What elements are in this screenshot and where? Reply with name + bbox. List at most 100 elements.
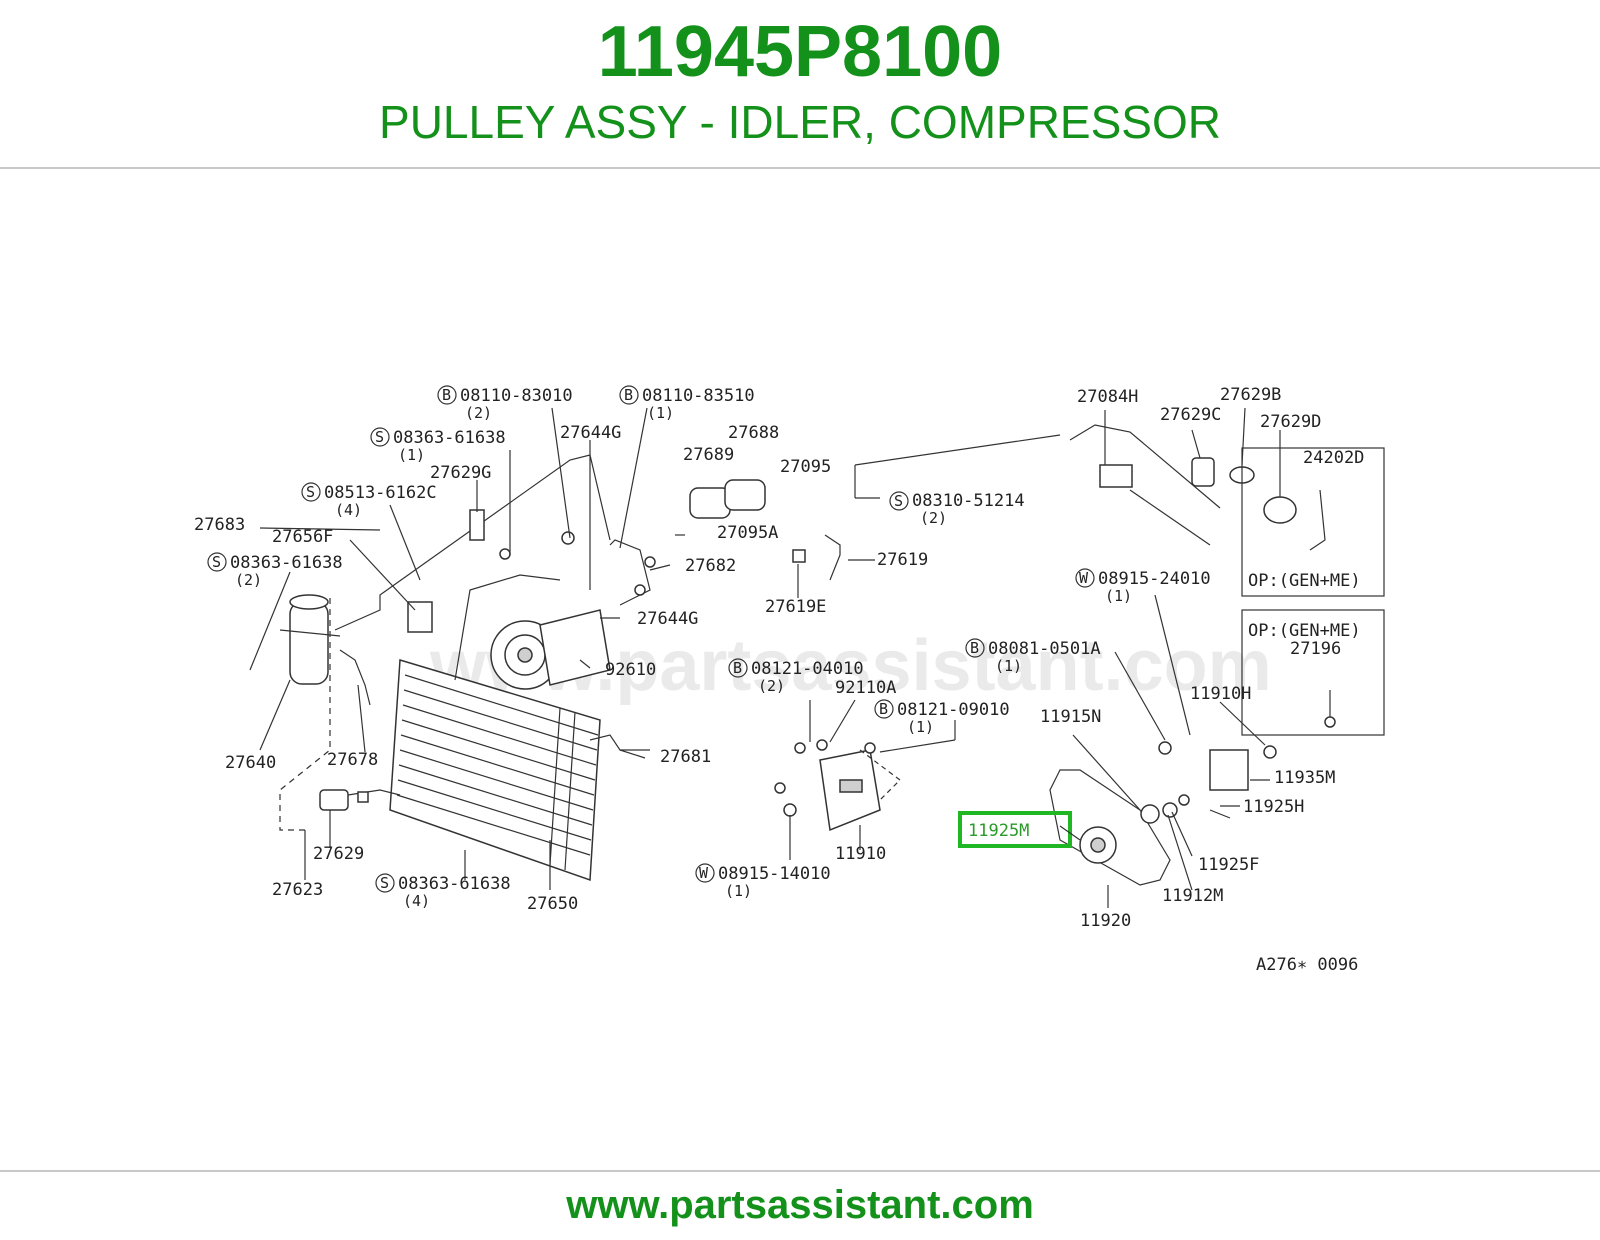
label-11920: 11920	[1080, 911, 1131, 931]
svg-text:B: B	[733, 659, 742, 677]
label-11925F: 11925F	[1198, 855, 1259, 875]
label-11925H: 11925H	[1243, 797, 1304, 817]
label-08310-51214: 08310-51214	[912, 491, 1025, 511]
idler-pulley-11925M-drawing	[1079, 826, 1117, 864]
box-24202D	[1241, 447, 1385, 597]
washer-11925F-drawing	[1178, 794, 1190, 806]
drain-hose-drawing	[824, 534, 841, 581]
qty-label: (1)	[995, 657, 1022, 675]
svg-text:B: B	[442, 386, 451, 404]
qty-label: (1)	[907, 718, 934, 736]
qty-label: (2)	[920, 509, 947, 527]
label-27196: 27196	[1290, 639, 1341, 659]
label-27629B: 27629B	[1220, 385, 1281, 405]
label-27640: 27640	[225, 753, 276, 773]
clip-27619E-drawing	[792, 549, 806, 563]
svg-text:S: S	[894, 492, 903, 510]
block-drawing	[1099, 464, 1133, 488]
compressor-drawing	[490, 609, 611, 690]
label-27095A: 27095A	[717, 523, 778, 543]
label-08081-0501A: 08081-0501A	[988, 639, 1101, 659]
svg-text:S: S	[380, 874, 389, 892]
svg-text:B: B	[624, 386, 633, 404]
qty-label: (2)	[758, 677, 785, 695]
footer-website-link[interactable]: www.partsassistant.com	[566, 1183, 1034, 1227]
label-27650: 27650	[527, 894, 578, 914]
label-27656F: 27656F	[272, 527, 333, 547]
label-27689: 27689	[683, 445, 734, 465]
label-27688: 27688	[728, 423, 779, 443]
label-08110-83010: 08110-83010	[460, 386, 573, 406]
label-11910H: 11910H	[1190, 684, 1251, 704]
condenser-drawing	[389, 659, 601, 882]
svg-text:B: B	[970, 639, 979, 657]
svg-text:S: S	[306, 483, 315, 501]
qty-label: (4)	[403, 892, 430, 910]
qty-label: (2)	[235, 571, 262, 589]
label-11915N: 11915N	[1040, 707, 1101, 727]
svg-text:B: B	[879, 700, 888, 718]
label-08110-83510: 08110-83510	[642, 386, 755, 406]
svg-text:W: W	[1079, 569, 1089, 587]
label-27683: 27683	[194, 515, 245, 535]
parts-diagram-svg: www.partsassistant.com	[180, 340, 1420, 1010]
label-27619E: 27619E	[765, 597, 826, 617]
label-27678: 27678	[327, 750, 378, 770]
label-27629C: 27629C	[1160, 405, 1221, 425]
qty-label: (4)	[335, 501, 362, 519]
label-27629: 27629	[313, 844, 364, 864]
svg-text:S: S	[375, 428, 384, 446]
label-27629G: 27629G	[430, 463, 491, 483]
qty-label: (1)	[725, 882, 752, 900]
belt-11920-drawing	[1049, 769, 1171, 886]
diagram-background	[180, 340, 1420, 1010]
label-92610: 92610	[605, 660, 656, 680]
label-27682: 27682	[685, 556, 736, 576]
clamp-27629D-drawing	[1263, 496, 1297, 524]
label-op: OP:(GEN+ME)	[1248, 621, 1361, 641]
label-27623: 27623	[272, 880, 323, 900]
label-08363-61638: 08363-61638	[230, 553, 343, 573]
label-27084H: 27084H	[1077, 387, 1138, 407]
part-number-title: 11945P8100	[597, 12, 1003, 92]
qty-label: (1)	[647, 404, 674, 422]
label-11912M: 11912M	[1162, 886, 1223, 906]
label-08363-61638: 08363-61638	[398, 874, 511, 894]
highlighted-part-label: 11925M	[968, 821, 1029, 841]
label-27644G: 27644G	[560, 423, 621, 443]
label-11910: 11910	[835, 844, 886, 864]
label-08915-24010: 08915-24010	[1098, 569, 1211, 589]
svg-text:W: W	[699, 864, 709, 882]
parts-diagram: www.partsassistant.com	[180, 340, 1420, 1010]
adjuster-11935M-drawing	[1209, 749, 1249, 791]
box-27196	[1241, 609, 1385, 736]
label-08363-61638: 08363-61638	[393, 428, 506, 448]
label-27644G: 27644G	[637, 609, 698, 629]
label-08121-04010: 08121-04010	[751, 659, 864, 679]
label-27619: 27619	[877, 550, 928, 570]
harness-24202D-drawing	[1309, 489, 1326, 551]
label-27681: 27681	[660, 747, 711, 767]
label-24202D: 24202D	[1303, 448, 1364, 468]
diagram-ref-code: A276∗ 0096	[1256, 955, 1358, 975]
nut-11912M-drawing	[1162, 802, 1178, 818]
receiver-drier-drawing	[279, 594, 341, 685]
leader-lines	[249, 407, 1281, 908]
highlight-box	[958, 811, 1072, 848]
clamp-drawing	[469, 509, 485, 541]
page-header: 11945P8100 PULLEY ASSY - IDLER, COMPRESS…	[0, 0, 1600, 168]
code-markers: B B S S S S S W B B B W	[207, 385, 1095, 893]
qty-label: (2)	[465, 404, 492, 422]
washer-11915N-drawing	[1140, 804, 1160, 824]
label-08915-14010: 08915-14010	[718, 864, 831, 884]
header-divider	[0, 167, 1600, 169]
gasket-27689-drawing	[689, 487, 731, 519]
svg-text:S: S	[212, 553, 221, 571]
pressure-switch-drawing	[319, 789, 401, 811]
clamp-27629C-drawing	[1191, 457, 1215, 487]
footer-divider	[0, 1170, 1600, 1172]
part-labels: 08110-83010 (2) 08110-83510 (1) 08363-61…	[194, 385, 1364, 975]
gasket-27688-drawing	[724, 479, 766, 511]
label-27095: 27095	[780, 457, 831, 477]
pipe-27084H-drawing	[1069, 424, 1221, 509]
